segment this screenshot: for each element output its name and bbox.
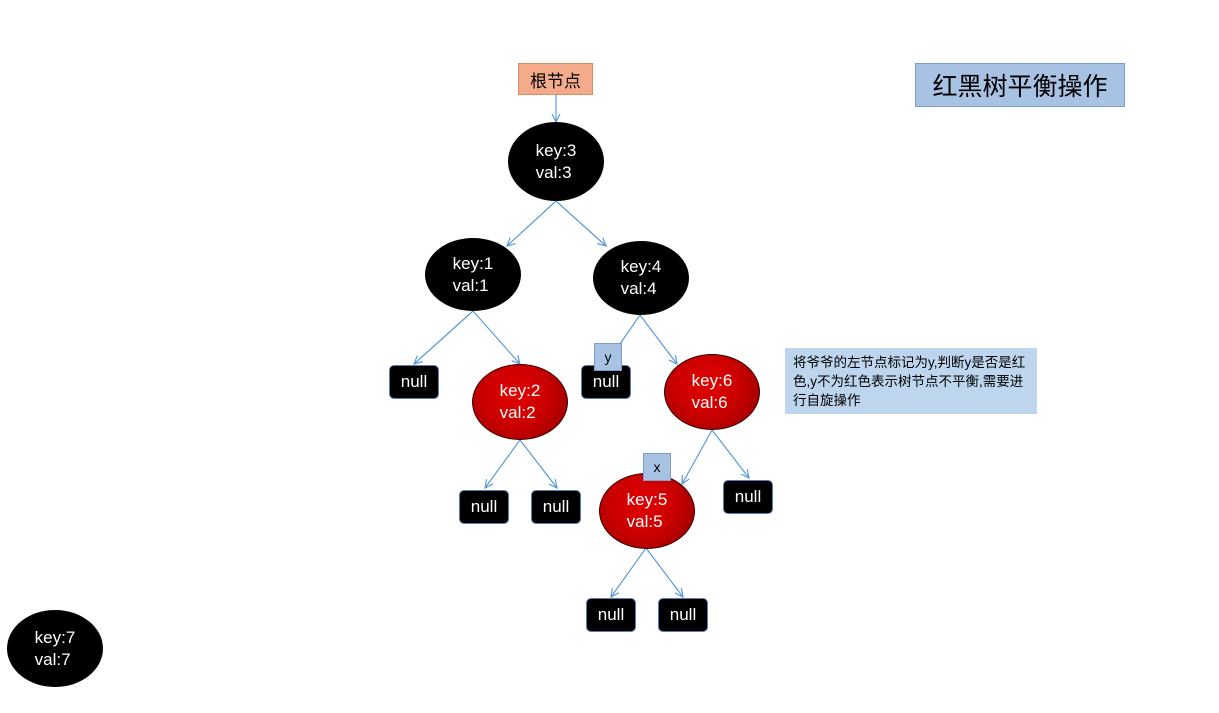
tree-node-4: key:4 val:4 — [593, 241, 689, 315]
marker-y: y — [594, 343, 622, 371]
edge-3-to-1 — [507, 200, 557, 246]
null-leaf: null — [459, 490, 509, 524]
edge-2-to-null-right — [519, 439, 557, 488]
edge-5-to-null-right — [645, 547, 683, 597]
node-val: val:4 — [620, 279, 657, 298]
diagram-title: 红黑树平衡操作 — [915, 63, 1125, 107]
tree-node-6: key:6 val:6 — [664, 354, 760, 430]
node-val: val:5 — [626, 512, 663, 531]
node-key: key:1 — [452, 253, 494, 273]
marker-x: x — [643, 453, 671, 481]
null-leaf: null — [389, 365, 439, 399]
node-val: val:3 — [535, 162, 572, 182]
tree-node-2: key:2 val:2 — [472, 364, 568, 440]
root-label: 根节点 — [518, 63, 593, 95]
node-val: val:2 — [499, 403, 536, 422]
null-leaf: null — [581, 365, 631, 399]
node-key: key:6 — [691, 371, 733, 390]
node-key: key:3 — [535, 140, 577, 160]
edge-1-to-2 — [472, 310, 520, 364]
node-key: key:7 — [34, 627, 76, 647]
edge-6-to-5 — [682, 429, 713, 484]
null-leaf: null — [658, 598, 708, 632]
edge-2-to-null-left — [485, 439, 521, 488]
edge-5-to-null-left — [611, 547, 647, 597]
null-leaf: null — [586, 598, 636, 632]
edge-3-to-4 — [555, 200, 606, 246]
node-key: key:2 — [499, 381, 541, 400]
tree-node-5: key:5 val:5 — [599, 473, 695, 549]
node-val: val:1 — [452, 275, 489, 295]
null-leaf: null — [723, 480, 773, 514]
node-val: val:6 — [691, 393, 728, 412]
tree-node-7: key:7 val:7 — [7, 610, 103, 687]
tree-node-1: key:1 val:1 — [425, 238, 521, 311]
node-key: key:5 — [626, 490, 668, 509]
edge-1-to-null — [414, 310, 474, 364]
tree-node-3: key:3 val:3 — [508, 122, 604, 201]
null-leaf: null — [531, 490, 581, 524]
edge-6-to-null — [711, 429, 749, 478]
node-key: key:4 — [620, 257, 662, 276]
node-val: val:7 — [34, 649, 71, 669]
edge-4-to-6 — [639, 314, 677, 364]
note-text: 将爷爷的左节点标记为y,判断y是否是红色,y不为红色表示树节点不平衡,需要进行自… — [785, 348, 1037, 414]
